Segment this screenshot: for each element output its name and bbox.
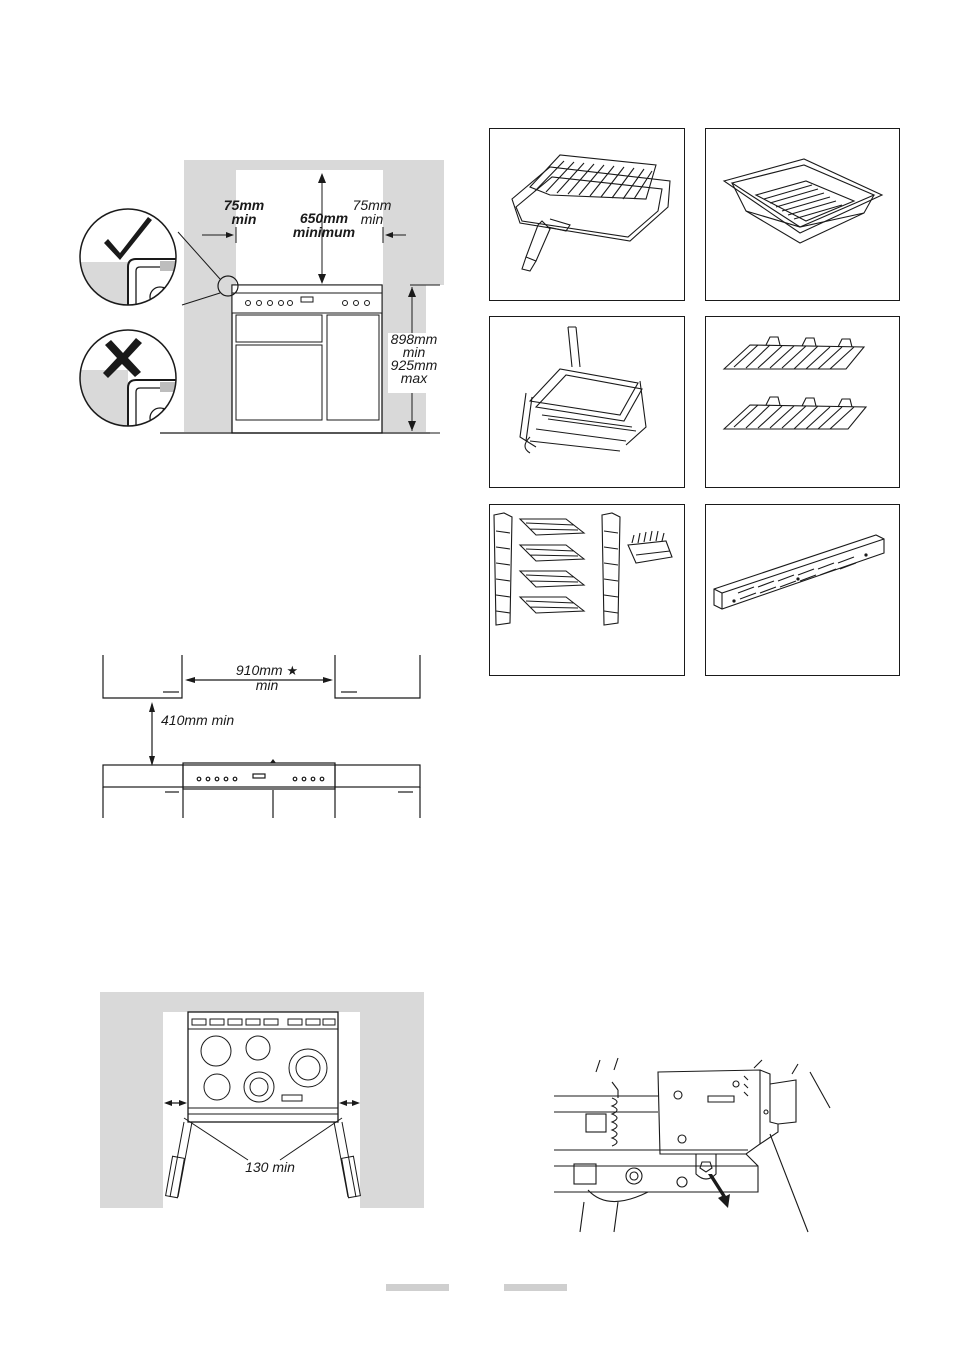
right-gap-label: 75mm min	[348, 198, 396, 226]
door-clearance-label: 130 min	[245, 1159, 295, 1175]
shelf-runners-and-rack-icon	[493, 512, 673, 626]
plinth-bar-icon	[713, 534, 885, 610]
right-gap-value: 75mm	[352, 197, 392, 213]
hood-clearance-diagram: 910mm ★ min 410mm min	[95, 650, 430, 820]
checkmark-icon	[79, 208, 177, 306]
door-clearance-diagram: 130 min	[100, 992, 424, 1208]
accessory-panel-1	[489, 128, 685, 301]
stability-bracket-icon	[554, 1057, 831, 1233]
hood-width-label: 910mm ★ min	[227, 663, 307, 692]
accessory-panel-2	[705, 128, 900, 301]
center-height-unit: minimum	[292, 224, 356, 240]
hood-clearance-drawing	[102, 655, 421, 818]
door-clearance-drawing	[100, 992, 424, 1208]
clearance-diagram: 75mm min 650mm minimum 75mm min 898mm mi…	[70, 155, 460, 445]
height-min-unit: min	[402, 344, 426, 360]
stability-bracket-diagram	[548, 1057, 848, 1237]
center-height-label: 650mm minimum	[288, 211, 360, 239]
left-gap-value: 75mm	[223, 197, 265, 213]
footer-bar-left	[386, 1284, 449, 1291]
clearance-diagram-drawing	[160, 160, 444, 434]
accessory-panel-4	[705, 316, 900, 488]
accessory-panel-6	[705, 504, 900, 676]
star-icon: ★	[286, 663, 299, 678]
hood-width-unit: min	[255, 677, 279, 693]
cross-icon	[79, 329, 177, 427]
height-max-value: 925mm	[390, 357, 438, 373]
incorrect-fit-detail	[78, 328, 178, 428]
height-min-value: 898mm	[390, 331, 438, 347]
rotisserie-rack-icon	[519, 326, 647, 454]
grill-pan-with-handle-icon	[511, 154, 671, 272]
roasting-tin-icon	[722, 158, 884, 244]
center-height-value: 650mm	[299, 210, 349, 226]
left-gap-unit: min	[231, 211, 257, 227]
oven-shelves-icon	[722, 336, 868, 430]
left-gap-label: 75mm min	[220, 198, 268, 226]
accessory-panel-3	[489, 316, 685, 488]
footer-bar-right	[504, 1284, 567, 1291]
correct-fit-detail	[78, 207, 178, 307]
hood-height-label: 410mm min	[161, 712, 235, 728]
right-gap-unit: min	[360, 211, 384, 227]
accessory-panel-5	[489, 504, 685, 676]
height-max-unit: max	[400, 370, 428, 386]
hood-width-value: 910mm	[235, 662, 283, 678]
height-range-label: 898mm min 925mm max	[389, 331, 439, 386]
